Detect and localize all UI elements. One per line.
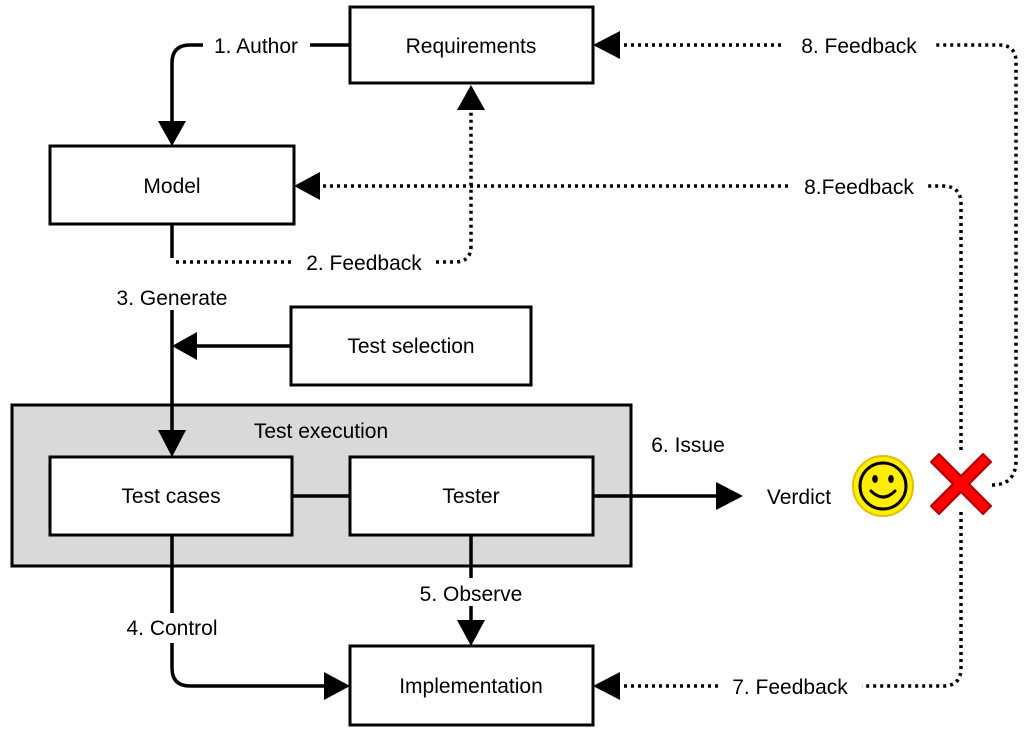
- control-label: 4. Control: [126, 617, 217, 640]
- red-x-icon: [930, 453, 992, 515]
- feedback-2-arrowhead: [457, 85, 485, 110]
- tester-label: Tester: [442, 485, 499, 508]
- model-label: Model: [143, 175, 200, 198]
- issue-arrowhead: [716, 482, 743, 510]
- generate-arrowhead: [158, 430, 186, 457]
- smiley-face-icon: [852, 455, 914, 517]
- control-arrowhead: [324, 672, 350, 700]
- test-cases-label: Test cases: [121, 485, 220, 508]
- feedback-2-edge: [436, 110, 473, 264]
- author-edge: [170, 43, 203, 123]
- implementation-box: [348, 644, 595, 727]
- feedback-2-label: 2. Feedback: [306, 252, 422, 275]
- implementation-label: Implementation: [399, 675, 543, 698]
- requirements-box: [348, 5, 595, 85]
- issue-label: 6. Issue: [651, 434, 725, 457]
- feedback-7-label: 7. Feedback: [732, 676, 848, 699]
- feedback-8-top-label: 8. Feedback: [801, 35, 917, 58]
- generate-label: 3. Generate: [117, 287, 228, 310]
- requirements-label: Requirements: [406, 35, 537, 58]
- observe-arrowhead: [457, 620, 485, 646]
- feedback-8-top-arrowhead: [593, 31, 620, 59]
- test-execution-label: Test execution: [254, 420, 388, 443]
- feedback-8-model-label: 8.Feedback: [804, 176, 914, 199]
- control-edge: [170, 643, 326, 688]
- feedback-7-edge: [862, 512, 963, 688]
- test-selection-label: Test selection: [347, 335, 474, 358]
- feedback-8-top-edge: [934, 43, 1018, 487]
- observe-label: 5. Observe: [420, 583, 523, 606]
- feedback-8-model-edge: [928, 184, 963, 450]
- author-arrowhead: [158, 121, 186, 146]
- feedback-8-model-arrowhead: [294, 172, 320, 200]
- selection-arrowhead: [172, 332, 197, 360]
- feedback-7-arrowhead: [593, 672, 620, 700]
- test-selection-box: [289, 305, 533, 387]
- author-label: 1. Author: [214, 35, 298, 58]
- verdict-label: Verdict: [767, 486, 831, 509]
